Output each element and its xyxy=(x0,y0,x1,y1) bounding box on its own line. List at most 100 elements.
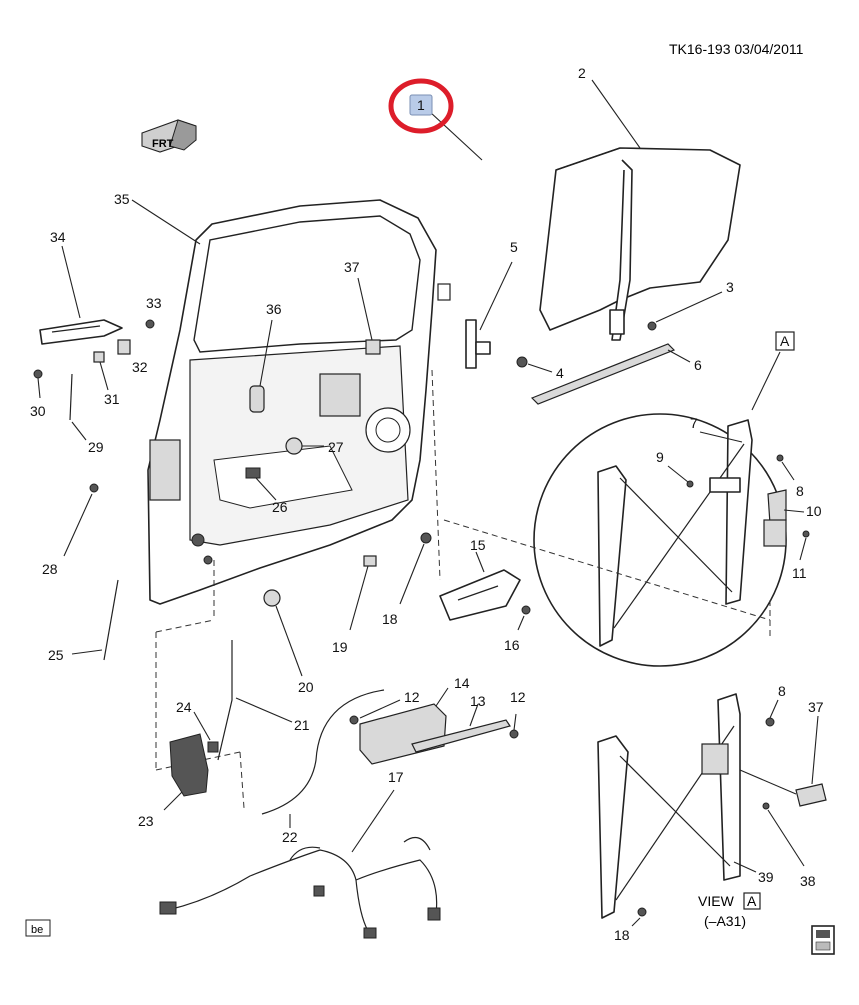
plug-36 xyxy=(249,385,265,413)
screw-16 xyxy=(521,605,531,615)
window-regulator xyxy=(597,693,741,919)
callout-33: 33 xyxy=(146,295,162,311)
callout-16: 16 xyxy=(504,637,520,653)
leader-29 xyxy=(71,421,87,441)
callout-23: 23 xyxy=(138,813,154,829)
leader-25 xyxy=(71,649,103,655)
callout-1-box xyxy=(409,94,433,116)
guide-cable xyxy=(239,751,245,809)
leader-26 xyxy=(255,477,277,501)
callout-12-right: 12 xyxy=(510,689,526,705)
manual-icon xyxy=(811,925,835,955)
callout-9: 9 xyxy=(656,449,664,465)
view-a-box-letter: A xyxy=(780,333,790,349)
front-channel-bracket xyxy=(465,319,491,369)
plug-27 xyxy=(285,437,303,455)
guide-detail-lower xyxy=(443,519,771,621)
leader-1 xyxy=(429,111,483,161)
callout-22: 22 xyxy=(282,829,298,845)
callout-39: 39 xyxy=(758,869,774,885)
callout-10: 10 xyxy=(806,503,822,519)
grommet-37-upper xyxy=(365,339,381,355)
clip-24 xyxy=(207,741,219,753)
front-label: FRT xyxy=(152,138,174,150)
door-latch xyxy=(169,733,209,797)
highlight-circle xyxy=(388,78,454,134)
leader-36 xyxy=(259,319,273,387)
callout-18-lower: 18 xyxy=(614,927,630,943)
callout-17: 17 xyxy=(388,769,404,785)
view-reference: (–A31) xyxy=(704,913,746,929)
leader-28 xyxy=(63,493,93,557)
leader-21 xyxy=(235,697,293,723)
view-letter-box xyxy=(743,892,761,910)
callout-38: 38 xyxy=(800,873,816,889)
leader-16 xyxy=(517,615,525,631)
bracket-13 xyxy=(411,719,511,753)
clip-32 xyxy=(117,339,131,355)
callout-36: 36 xyxy=(266,301,282,317)
leader-7 xyxy=(699,431,743,443)
view-a-box xyxy=(775,331,795,351)
leader-view-a xyxy=(751,351,781,411)
belt-weatherstrip xyxy=(530,343,676,405)
lock-module xyxy=(359,703,447,765)
bolt-18-upper xyxy=(420,532,432,544)
callout-13: 13 xyxy=(470,693,486,709)
callout-8-lower: 8 xyxy=(778,683,786,699)
callout-25: 25 xyxy=(48,647,64,663)
leader-3 xyxy=(655,291,723,323)
highlighted-callout-1: 1 xyxy=(388,78,454,134)
bolt-8-detail xyxy=(776,454,784,462)
leader-14 xyxy=(435,687,449,707)
leader-23 xyxy=(163,791,183,811)
callout-2: 2 xyxy=(578,65,586,81)
bolt-28 xyxy=(89,483,99,493)
clip-19 xyxy=(363,555,377,567)
leader-31 xyxy=(99,361,109,391)
clip-31 xyxy=(93,351,105,363)
leader-39 xyxy=(733,861,757,873)
leader-10 xyxy=(783,509,805,513)
leader-19 xyxy=(349,565,369,631)
guide-latch-top xyxy=(155,619,215,633)
leader-5 xyxy=(479,261,513,331)
leader-35 xyxy=(131,199,201,245)
front-arrow-icon: FRT xyxy=(141,119,197,153)
leader-37b xyxy=(811,715,819,785)
inside-handle xyxy=(439,569,521,621)
leader-37a xyxy=(357,277,373,341)
door-frame xyxy=(147,199,437,605)
callout-19: 19 xyxy=(332,639,348,655)
callout-30: 30 xyxy=(30,403,46,419)
callout-24: 24 xyxy=(176,699,192,715)
callout-27: 27 xyxy=(328,439,344,455)
window-run-channel xyxy=(437,140,633,301)
bolt-33 xyxy=(145,319,155,329)
outside-handle xyxy=(39,319,123,345)
callout-1: 1 xyxy=(417,97,425,113)
leader-motor xyxy=(739,769,797,795)
leader-17 xyxy=(351,789,395,853)
glass-rear-channel xyxy=(611,159,633,341)
callout-3: 3 xyxy=(726,279,734,295)
leader-18a xyxy=(399,543,425,605)
leader-11 xyxy=(799,537,807,561)
view-label: VIEW xyxy=(698,893,735,909)
leader-15 xyxy=(475,551,485,573)
bolt-18-lower xyxy=(637,907,647,917)
cable-21-left xyxy=(217,640,233,761)
callout-37-lower: 37 xyxy=(808,699,824,715)
callout-11: 11 xyxy=(792,565,807,581)
plug-20 xyxy=(263,589,281,607)
clip-26 xyxy=(245,467,261,479)
guide-handle xyxy=(431,369,441,581)
bolt-38 xyxy=(762,802,770,810)
tag-box xyxy=(25,919,51,937)
callout-7: 7 xyxy=(690,415,698,431)
view-letter: A xyxy=(747,893,757,909)
callout-26: 26 xyxy=(272,499,288,515)
callout-15: 15 xyxy=(470,537,486,553)
leader-12a xyxy=(359,699,401,719)
